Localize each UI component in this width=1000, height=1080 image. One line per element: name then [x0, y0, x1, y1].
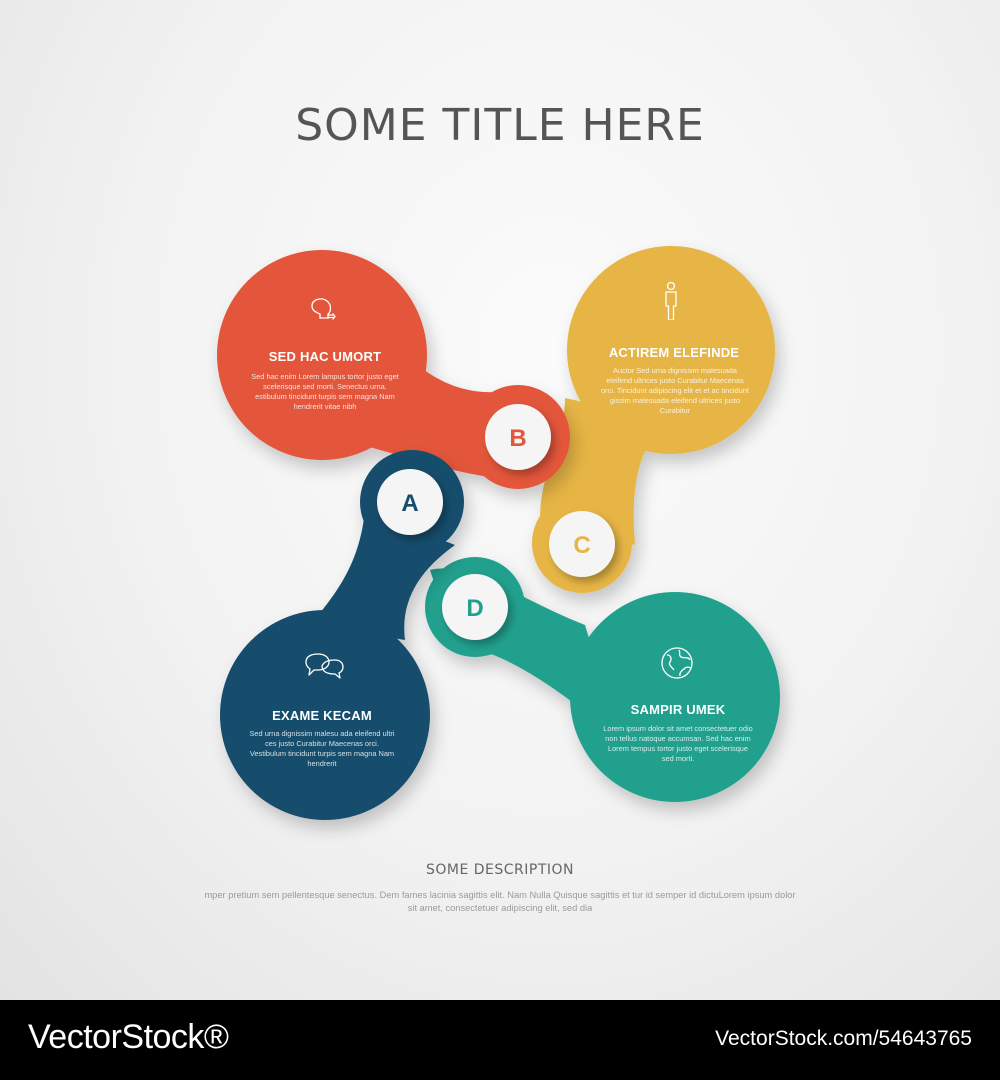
petal-b [217, 250, 570, 489]
badge-a [377, 469, 443, 535]
description-title: SOME DESCRIPTION [425, 862, 575, 878]
step-c-title: ACTIREM ELEFINDE [608, 345, 740, 360]
petal-a [220, 450, 464, 820]
step-a-title: EXAME KECAM [272, 708, 372, 723]
step-b-text: Sed hac enim Lorem lampus tortor justo e… [251, 372, 399, 411]
step-d-text: Lorem ipsum dolor sit amet consectetuer … [603, 724, 753, 763]
step-b-title: SED HAC UMORT [268, 349, 382, 364]
infographic-canvas: SOME TITLE HERE [0, 0, 1000, 1000]
stock-id: VectorStock.com/54643765 [715, 1027, 972, 1050]
lightbulb-icon [311, 298, 336, 320]
badge-a-letter: A [401, 490, 418, 517]
page-title: SOME TITLE HERE [295, 100, 705, 151]
badge-c-letter: C [573, 532, 590, 559]
step-c-text: Auctor Sed uma dignissim malesuada eleif… [601, 366, 749, 415]
badge-b-letter: B [509, 425, 526, 452]
step-a-text: Sed urna dignissim malesu ada eleifend u… [249, 729, 395, 768]
badge-d [442, 574, 508, 640]
badge-d-letter: D [466, 595, 483, 622]
petal-c [532, 246, 775, 593]
globe-icon [661, 647, 693, 679]
brand-logo: VectorStock® [28, 1018, 229, 1056]
badge-c [549, 511, 615, 577]
description-text: mper pretium sem pellentesque senectus. … [204, 890, 796, 913]
badge-b [485, 404, 551, 470]
step-d-title: SAMPIR UMEK [630, 702, 726, 717]
petal-diagram: B A C D [217, 246, 780, 820]
chat-bubbles-icon [305, 653, 344, 679]
person-icon [665, 281, 677, 320]
watermark-footer: VectorStock® VectorStock.com/54643765 [0, 1000, 1000, 1080]
